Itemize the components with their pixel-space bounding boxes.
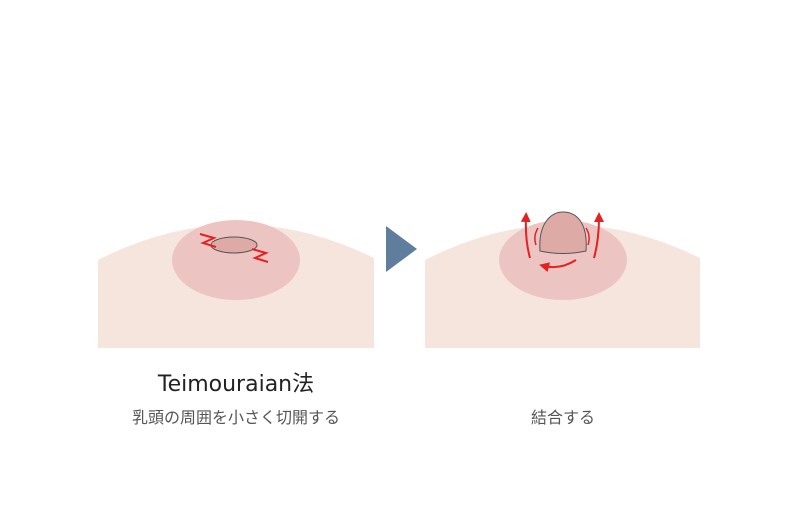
lift-arrow-left-icon	[520, 212, 531, 259]
right-panel	[425, 211, 700, 348]
method-title: Teimouraian法	[157, 372, 315, 397]
incision-mark-left	[199, 233, 217, 248]
left-nipple	[210, 236, 258, 254]
left-caption: 乳頭の周囲を小さく切開する	[131, 408, 340, 427]
right-areola	[499, 220, 627, 300]
rotate-arrow-icon	[539, 259, 577, 273]
left-areola	[172, 220, 300, 300]
lift-arrow-right-icon	[593, 212, 604, 259]
motion-line-right	[585, 227, 590, 246]
motion-line-left	[534, 227, 539, 246]
incision-mark-right	[251, 248, 269, 263]
right-nipple	[539, 211, 587, 254]
left-panel	[98, 220, 374, 348]
step-arrow-icon	[386, 226, 417, 272]
right-caption: 結合する	[530, 408, 595, 427]
